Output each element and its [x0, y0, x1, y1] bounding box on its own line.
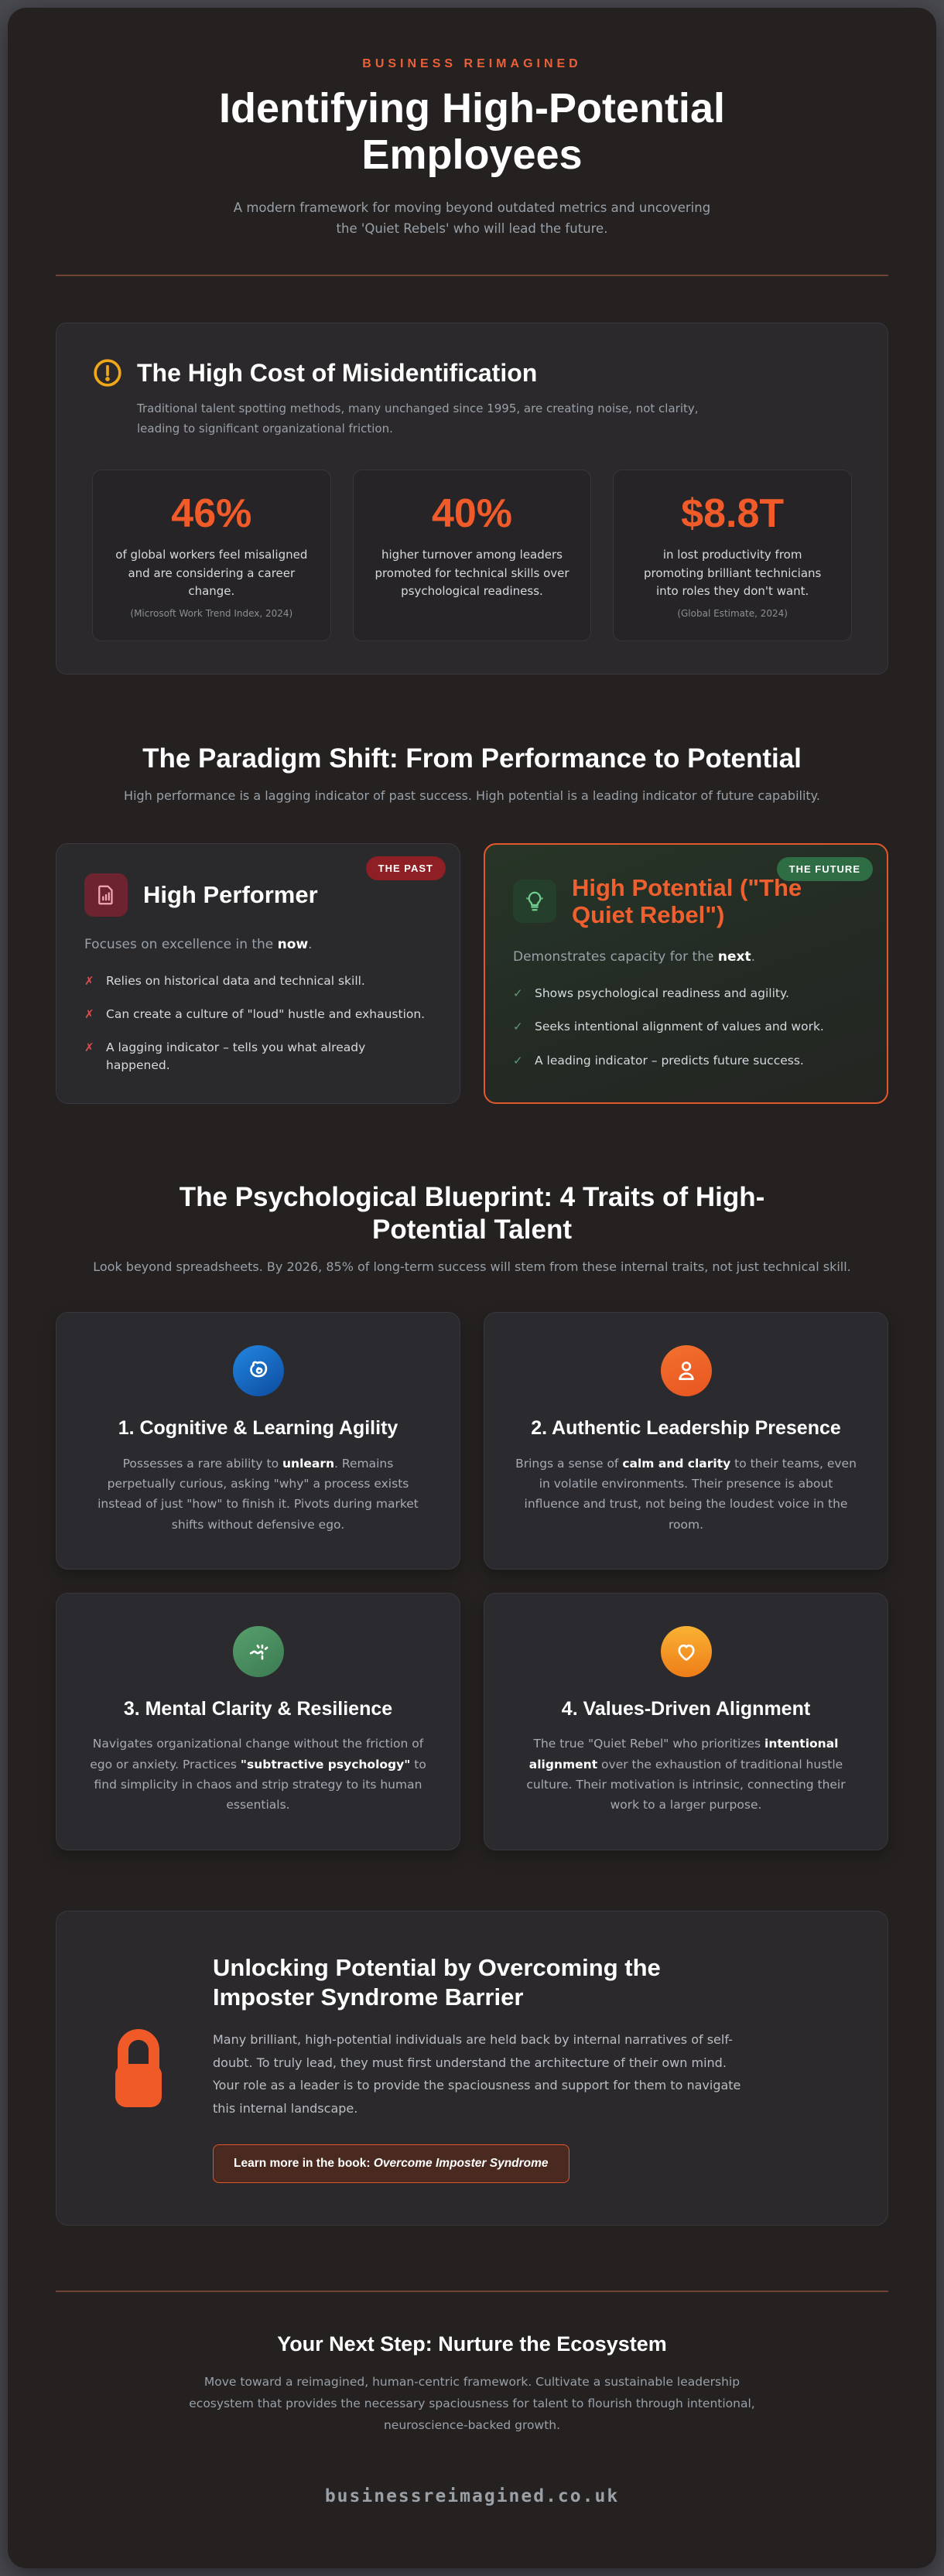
bullet-item: ✓A leading indicator – predicts future s… [513, 1052, 859, 1070]
stat-value: 40% [431, 491, 513, 537]
cost-section: The High Cost of Misidentification Tradi… [56, 323, 888, 675]
past-badge: THE PAST [365, 856, 446, 880]
header-divider [56, 275, 888, 277]
cost-section-title: The High Cost of Misidentification [137, 358, 538, 387]
trait-description: Possesses a rare ability to unlearn. Rem… [97, 1456, 419, 1532]
check-icon: ✓ [513, 986, 523, 1000]
brand-kicker: BUSINESS REIMAGINED [362, 57, 582, 70]
trait-card-cognitive-agility: 1. Cognitive & Learning Agility Possesse… [56, 1312, 460, 1570]
footer-divider [56, 2291, 888, 2293]
check-icon: ✓ [513, 1053, 523, 1068]
trait-title: 4. Values-Driven Alignment [561, 1697, 811, 1720]
zen-stream-icon [232, 1625, 284, 1677]
future-card-lead: Demonstrates capacity for the next. [513, 949, 755, 965]
bullet-item: ✓Seeks intentional alignment of values a… [513, 1018, 859, 1036]
page-subtitle: A modern framework for moving beyond out… [233, 200, 711, 237]
imposter-text: Many brilliant, high-potential individua… [213, 2032, 741, 2116]
person-icon [660, 1345, 712, 1397]
lightbulb-icon [513, 880, 556, 924]
stat-card-lost-productivity: $8.8T in lost productivity from promotin… [613, 470, 852, 642]
bullet-item: ✗Can create a culture of "loud" hustle a… [84, 1006, 432, 1023]
paradigm-section: The Paradigm Shift: From Performance to … [56, 743, 888, 1104]
file-chart-icon [84, 873, 128, 917]
header: BUSINESS REIMAGINED Identifying High-Pot… [56, 57, 888, 277]
trait-card-values-alignment: 4. Values-Driven Alignment The true "Qui… [484, 1592, 888, 1850]
next-step-text: Move toward a reimagined, human-centric … [189, 2375, 755, 2433]
footer: Your Next Step: Nurture the Ecosystem Mo… [56, 2291, 888, 2506]
cost-section-description: Traditional talent spotting methods, man… [137, 401, 699, 436]
stat-text: higher turnover among leaders promoted f… [375, 548, 569, 598]
trait-description: Navigates organizational change without … [90, 1737, 426, 1812]
past-card-lead: Focuses on excellence in the now. [84, 936, 313, 952]
trait-description: Brings a sense of calm and clarity to th… [515, 1456, 857, 1532]
stat-card-misaligned: 46% of global workers feel misaligned an… [92, 470, 331, 642]
trait-title: 3. Mental Clarity & Resilience [123, 1697, 393, 1720]
warning-icon [94, 359, 121, 388]
stat-text: in lost productivity from promoting bril… [643, 548, 822, 598]
next-step-title: Your Next Step: Nurture the Ecosystem [277, 2332, 667, 2356]
imposter-section: Unlocking Potential by Overcoming the Im… [56, 1910, 888, 2226]
stat-value: 46% [171, 491, 252, 537]
stat-text: of global workers feel misaligned and ar… [115, 548, 308, 598]
stat-value: $8.8T [681, 491, 785, 537]
page-title: Identifying High-Potential Employees [219, 85, 725, 179]
future-card-bullets: ✓Shows psychological readiness and agili… [513, 985, 859, 1070]
trait-card-leadership-presence: 2. Authentic Leadership Presence Brings … [484, 1312, 888, 1570]
high-potential-card: THE FUTURE High Potential ("The Quiet Re… [484, 842, 888, 1104]
blueprint-subtitle: Look beyond spreadsheets. By 2026, 85% o… [93, 1259, 851, 1274]
blueprint-section: The Psychological Blueprint: 4 Traits of… [56, 1181, 888, 1850]
stat-source: (Microsoft Work Trend Index, 2024) [130, 608, 293, 620]
future-card-title: High Potential ("The Quiet Rebel") [572, 873, 802, 929]
cross-icon: ✗ [84, 973, 94, 988]
learn-more-book-button[interactable]: Learn more in the book: Overcome Imposte… [213, 2144, 569, 2184]
brain-icon [232, 1345, 284, 1397]
trait-title: 1. Cognitive & Learning Agility [118, 1417, 398, 1440]
infographic-page: BUSINESS REIMAGINED Identifying High-Pot… [8, 8, 936, 2569]
bullet-item: ✗Relies on historical data and technical… [84, 972, 432, 990]
paradigm-subtitle: High performance is a lagging indicator … [124, 788, 820, 804]
cross-icon: ✗ [84, 1040, 94, 1055]
high-performer-card: THE PAST High Performer Focuses on excel… [56, 842, 460, 1104]
imposter-title: Unlocking Potential by Overcoming the Im… [213, 1953, 661, 2011]
lock-icon [115, 2028, 162, 2107]
trait-card-clarity-resilience: 3. Mental Clarity & Resilience Navigates… [56, 1592, 460, 1850]
past-card-title: High Performer [143, 880, 318, 908]
stat-card-turnover: 40% higher turnover among leaders promot… [352, 470, 592, 642]
bullet-item: ✗A lagging indicator – tells you what al… [84, 1039, 432, 1075]
stat-source: (Global Estimate, 2024) [677, 608, 788, 620]
past-card-bullets: ✗Relies on historical data and technical… [84, 972, 432, 1075]
paradigm-title: The Paradigm Shift: From Performance to … [142, 743, 802, 774]
future-badge: THE FUTURE [776, 856, 873, 881]
cross-icon: ✗ [84, 1006, 94, 1021]
website-url: businessreimagined.co.uk [324, 2486, 620, 2507]
bullet-item: ✓Shows psychological readiness and agili… [513, 985, 859, 1003]
trait-description: The true "Quiet Rebel" who prioritizes i… [526, 1737, 846, 1812]
trait-title: 2. Authentic Leadership Presence [531, 1417, 841, 1440]
heart-icon [660, 1625, 712, 1677]
stats-row: 46% of global workers feel misaligned an… [92, 470, 852, 642]
blueprint-title: The Psychological Blueprint: 4 Traits of… [179, 1181, 765, 1245]
check-icon: ✓ [513, 1020, 523, 1034]
